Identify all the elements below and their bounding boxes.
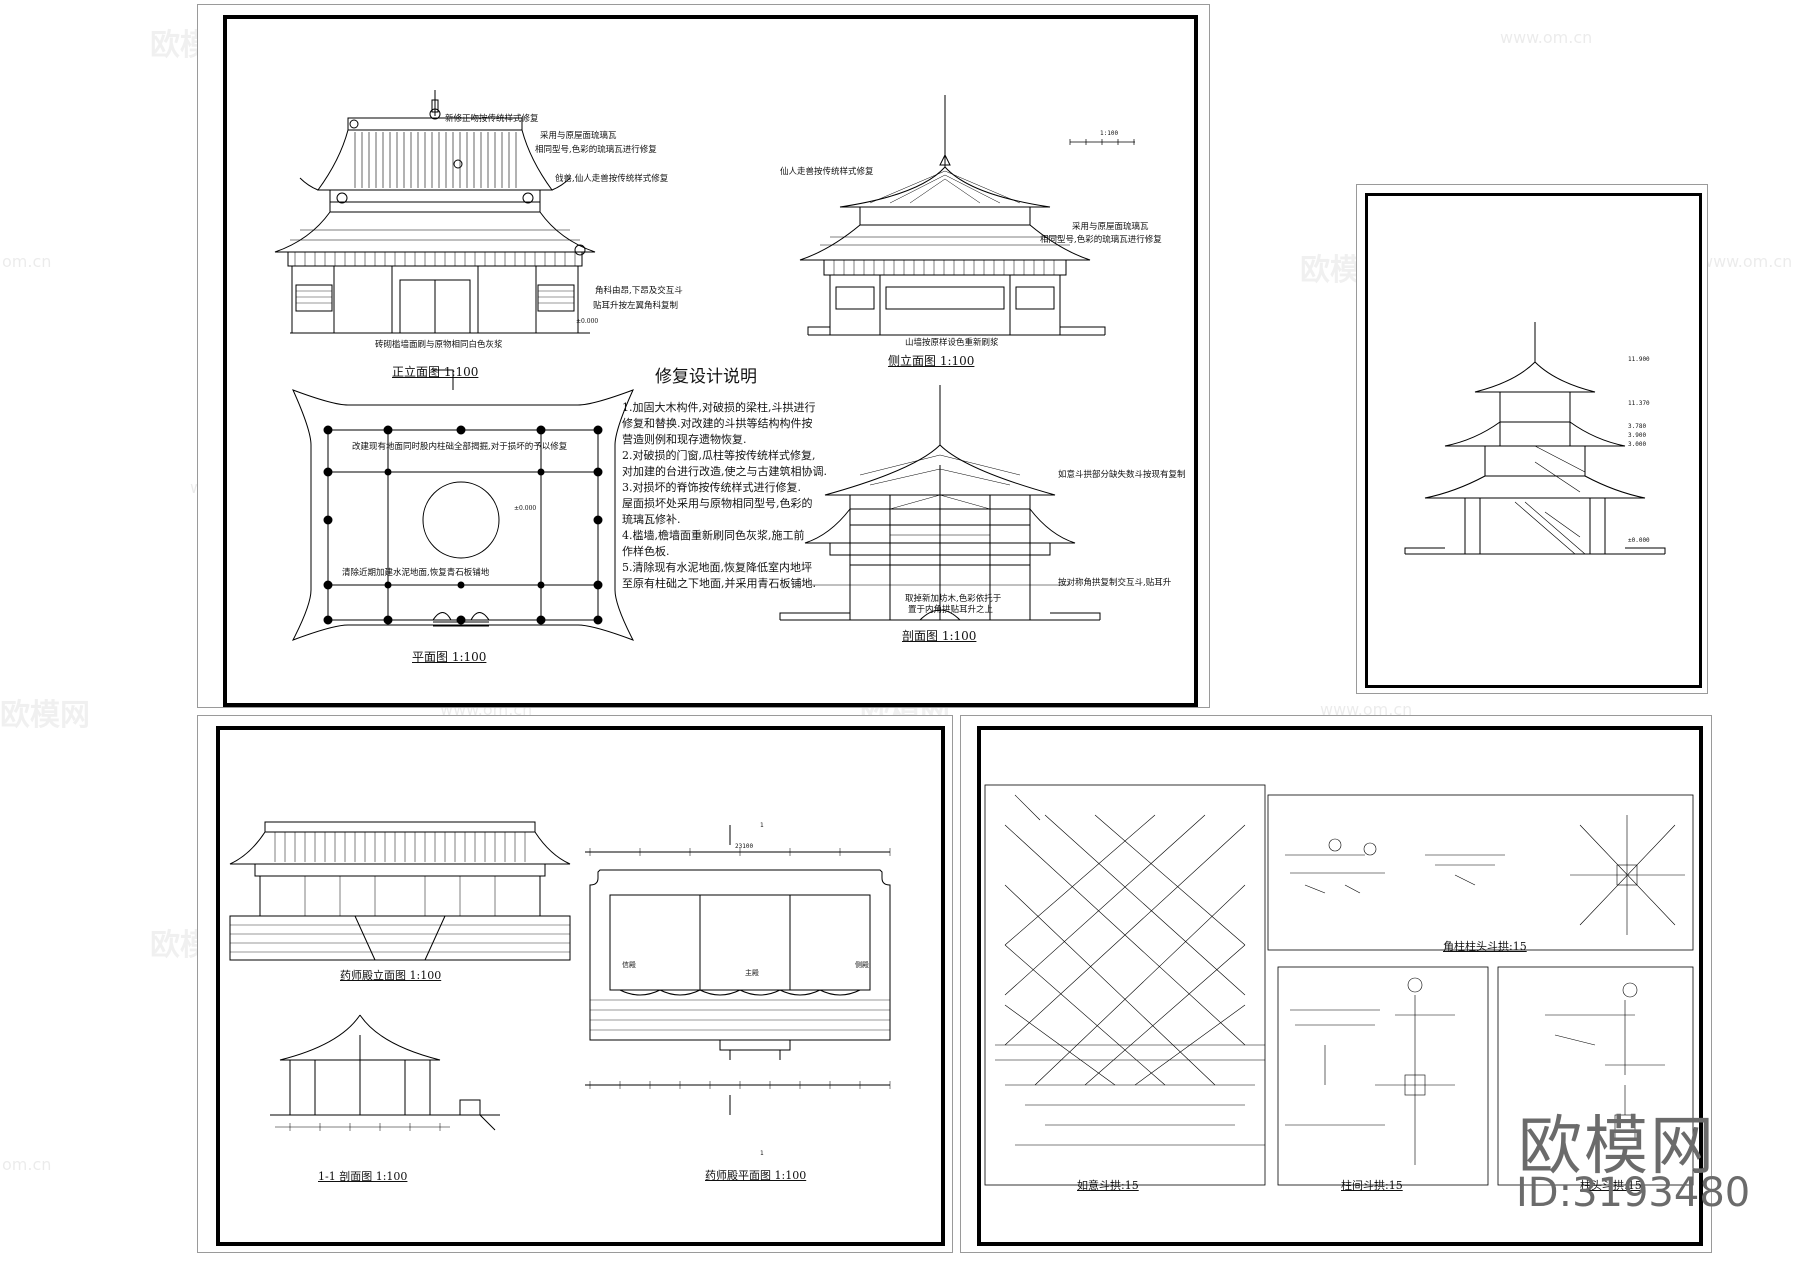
side-note-tiles: 采用与原屋面琉璃瓦 <box>1072 222 1149 232</box>
detail-title-corner: 角柱柱头斗拱:15 <box>1443 940 1527 953</box>
front-note-bracket-2: 贴耳升按左翼角科复制 <box>593 301 679 311</box>
section-note-4: 置于内角拱贴耳升之上 <box>908 605 994 615</box>
plan-title: 平面图 1:100 <box>412 650 487 664</box>
design-notes-title: 修复设计说明 <box>655 367 757 387</box>
note-line: 至原有柱础之下地面,并采用青石板铺地. <box>622 577 816 590</box>
watermark-brand: 欧模网 <box>0 698 90 733</box>
side-scale-bar: 1:100 <box>1100 130 1119 137</box>
front-note-tiles-2: 相同型号,色彩的琉璃瓦进行修复 <box>535 145 657 155</box>
hall-plan-title: 药师殿平面图 1:100 <box>705 1169 807 1182</box>
side-note-beasts: 仙人走兽按传统样式修复 <box>780 167 874 177</box>
plan-level: ±0.000 <box>514 505 537 512</box>
sheet-frame <box>977 726 1703 1246</box>
front-note-bracket: 角科由昂,下昂及交互斗 <box>595 286 683 296</box>
side-elevation-title: 侧立面图 1:100 <box>888 354 975 368</box>
drawing-sheet-pagoda <box>1356 184 1708 694</box>
detail-title-column: 柱头斗拱:15 <box>1580 1179 1642 1192</box>
hall-plan-marker: 1 <box>760 822 764 829</box>
hall-elevation-title: 药师殿立面图 1:100 <box>340 969 442 982</box>
side-note-gable: 山墙按原样设色重新刷浆 <box>905 338 999 348</box>
watermark-url: www.om.cn <box>1500 28 1593 47</box>
note-line: 修复和替换.对改建的斗拱等结构构件按 <box>622 417 813 430</box>
hall-plan-marker: 1 <box>760 1150 764 1157</box>
note-line: 4.槛墙,檐墙面重新刷同色灰浆,施工前 <box>622 529 805 542</box>
hall-plan-drawing <box>585 825 891 1115</box>
hall-elevation-drawing <box>229 821 571 961</box>
hall-room-label: 侧殿 <box>855 961 869 969</box>
sheet-frame <box>1365 193 1702 688</box>
plan-note-cement: 清除近期加建水泥地面,恢复青石板铺地 <box>342 568 490 578</box>
drawing-sheet-medicine-hall <box>197 715 953 1253</box>
drawing-sheet-brackets <box>960 715 1712 1253</box>
section-title: 剖面图 1:100 <box>902 629 977 643</box>
watermark-url: om.cn <box>2 1155 52 1174</box>
pagoda-level: 3.000 <box>1628 441 1647 448</box>
front-note-tiles: 采用与原屋面琉璃瓦 <box>540 131 617 141</box>
note-line: 3.对损坏的脊饰按传统样式进行修复. <box>622 481 801 494</box>
front-elevation-title: 正立面图 1:100 <box>392 365 479 379</box>
section-note-2: 按对称角拱复制交互斗,贴耳升 <box>1058 578 1172 588</box>
pagoda-level: ±0.000 <box>1628 537 1650 544</box>
plan-drawing <box>291 369 635 641</box>
note-line: 琉璃瓦修补. <box>622 513 681 526</box>
sheet-frame <box>223 15 1198 707</box>
sheet-frame <box>216 726 945 1246</box>
note-line: 屋面损坏处采用与原物相同型号,色彩的 <box>622 497 813 510</box>
note-line: 对加建的台进行改造,使之与古建筑相协调. <box>622 465 827 478</box>
front-note-ridge: 新修正吻按传统样式修复 <box>445 114 539 124</box>
pagoda-level: 11.370 <box>1628 400 1650 407</box>
front-elevation-drawing <box>274 90 596 334</box>
watermark-url: www.om.cn <box>1700 252 1793 271</box>
note-line: 2.对破损的门窗,瓜柱等按传统样式修复, <box>622 449 816 462</box>
detail-title-ruyi: 如意斗拱:15 <box>1077 1179 1139 1192</box>
side-note-tiles-2: 相同型号,色彩的琉璃瓦进行修复 <box>1040 235 1162 245</box>
hall-section-drawing <box>270 1014 500 1131</box>
pagoda-level: 3.900 <box>1628 432 1647 439</box>
note-line: 作样色板. <box>622 545 670 558</box>
brand-id: ID:3193480 <box>1516 1170 1751 1216</box>
note-line: 5.清除现有水泥地面,恢复降低室内地坪 <box>622 561 812 574</box>
bracket-details-drawing <box>984 784 1694 1186</box>
front-level: ±0.000 <box>576 318 599 325</box>
pagoda-level: 3.780 <box>1628 423 1647 430</box>
note-line: 营造则例和现存遗物恢复. <box>622 433 747 446</box>
front-note-wall: 砖砌槛墙面刷与原物相同白色灰浆 <box>375 340 503 350</box>
pagoda-section-drawing <box>1404 322 1666 555</box>
hall-section-title: 1-1 剖面图 1:100 <box>318 1170 408 1183</box>
hall-plan-total-dim: 23100 <box>735 843 754 850</box>
detail-title-intercolumnar: 柱间斗拱:15 <box>1341 1179 1403 1192</box>
note-line: 1.加固大木构件,对破损的梁柱,斗拱进行 <box>622 401 816 414</box>
drawing-sheet-main <box>197 4 1210 708</box>
hall-room-label: 信殿 <box>622 961 636 969</box>
section-note-3: 取掉新加坊木,色彩依托于 <box>905 594 1002 604</box>
brand-watermark: 欧模网 <box>1518 1110 1716 1184</box>
scale-bar-graphic <box>1069 139 1135 145</box>
section-note-1: 如意斗拱部分缺失数斗按现有复制 <box>1058 470 1186 480</box>
section-drawing <box>779 385 1101 621</box>
plan-note-floor: 改建现有地面同时股内柱础全部揭掘,对于损坏的予以修复 <box>352 442 568 452</box>
watermark-url: om.cn <box>2 252 52 271</box>
hall-room-label: 主殿 <box>745 969 759 977</box>
front-note-beasts: 戗兽,仙人走兽按传统样式修复 <box>555 174 669 184</box>
side-elevation-drawing <box>799 95 1106 336</box>
pagoda-level: 11.900 <box>1628 356 1650 363</box>
